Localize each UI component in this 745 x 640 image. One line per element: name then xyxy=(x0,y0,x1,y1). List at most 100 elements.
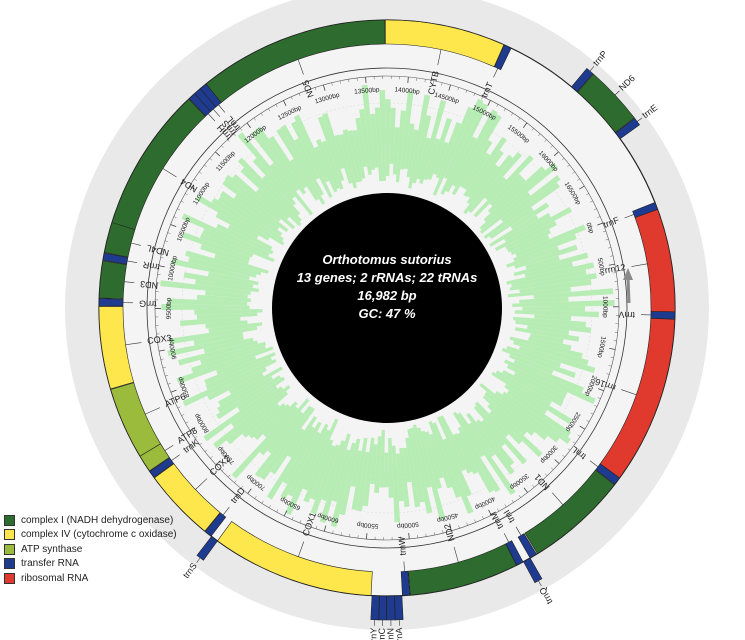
gc-bar xyxy=(502,391,571,444)
gc-bar xyxy=(319,433,351,524)
tick-mark xyxy=(185,193,188,196)
gc-bar xyxy=(255,126,307,195)
gene-label: rrn12 xyxy=(604,262,626,275)
gc-bar xyxy=(473,154,534,218)
gene-trny xyxy=(370,595,380,621)
tick-mark xyxy=(299,520,302,524)
gc-bar xyxy=(440,415,473,474)
gc-bar xyxy=(488,410,523,445)
gc-bar xyxy=(475,419,515,466)
legend-swatch xyxy=(4,514,15,526)
gc-bar xyxy=(513,372,566,402)
tick-mark xyxy=(240,128,243,131)
gc-bar xyxy=(399,447,410,508)
gc-bar xyxy=(512,300,615,307)
tick-mark xyxy=(283,100,287,106)
gc-bar xyxy=(513,359,584,393)
label-leader xyxy=(636,117,643,122)
gc-bar xyxy=(404,123,415,170)
gc-bar xyxy=(231,406,298,479)
gc-bar xyxy=(242,403,280,438)
gene-features xyxy=(98,19,676,621)
gc-bar xyxy=(310,444,336,500)
tick-mark xyxy=(579,185,585,190)
gc-bar xyxy=(506,245,559,268)
tick-mark xyxy=(181,200,184,203)
tick-mark xyxy=(227,139,230,142)
gene-nd6 xyxy=(577,73,635,133)
legend-swatch xyxy=(4,543,15,555)
tick-mark xyxy=(532,484,535,488)
gc-bar xyxy=(253,404,290,441)
gc-bar xyxy=(379,429,385,488)
gc-bar xyxy=(207,367,267,401)
tick-mark xyxy=(448,84,451,91)
gc-bar xyxy=(507,229,551,253)
tick-mark xyxy=(204,449,208,452)
gc-bar xyxy=(203,385,278,442)
gene-trnc xyxy=(378,595,387,621)
tick-mark xyxy=(554,459,560,464)
gc-bar xyxy=(466,164,500,205)
gc-bar xyxy=(445,136,477,193)
gc-bar xyxy=(293,114,330,183)
tick-mark xyxy=(215,151,221,157)
gc-bar xyxy=(468,422,496,457)
tick-mark xyxy=(365,76,367,84)
gc-bar xyxy=(285,429,330,516)
gc-bar xyxy=(370,113,379,168)
gc-bar xyxy=(400,91,414,170)
direction-arrowhead-icon xyxy=(623,268,633,280)
tick-mark xyxy=(194,178,197,181)
gc-bar xyxy=(303,439,334,503)
tick-mark xyxy=(162,248,166,250)
label-leader xyxy=(624,214,634,219)
tick-mark xyxy=(593,208,597,211)
gc-bar xyxy=(474,401,509,438)
tick-mark xyxy=(177,208,181,211)
tick-mark xyxy=(487,100,491,106)
tick-mark xyxy=(298,93,301,97)
label-leader xyxy=(131,242,141,246)
gc-bar xyxy=(479,162,558,230)
gc-bar xyxy=(287,416,317,458)
gc-bar xyxy=(428,421,462,498)
label-leader xyxy=(145,407,161,415)
tick-mark xyxy=(253,117,256,121)
tick-mark xyxy=(458,525,460,529)
gc-bar xyxy=(419,99,447,185)
legend-item-trna: transfer RNA xyxy=(4,557,177,572)
tick-mark xyxy=(497,508,500,512)
tick-mark xyxy=(605,238,609,241)
gc-bar xyxy=(514,244,578,269)
gc-bar xyxy=(180,316,241,327)
tick-mark xyxy=(177,406,181,409)
gene-trnr xyxy=(102,252,129,265)
gc-bar xyxy=(191,345,266,373)
label-leader xyxy=(162,168,177,178)
gc-bar xyxy=(314,146,338,193)
tick-mark xyxy=(408,532,410,539)
gc-bar xyxy=(233,194,280,230)
gc-bar xyxy=(347,130,363,182)
tick-label: 1000bp xyxy=(601,296,608,318)
gc-bar xyxy=(214,253,269,274)
gc-bar xyxy=(505,220,557,250)
gc-bar xyxy=(255,188,290,220)
tick-mark xyxy=(234,480,237,483)
gc-bar xyxy=(259,407,315,480)
tick-mark xyxy=(488,509,492,516)
gene-label: ND3 xyxy=(140,279,159,291)
label-leader xyxy=(125,342,142,346)
label-leader xyxy=(453,546,459,563)
gc-bar xyxy=(248,403,286,439)
gc-bar xyxy=(188,256,257,278)
gc-bar xyxy=(215,356,257,375)
label-leader xyxy=(298,541,305,557)
tick-mark xyxy=(268,108,271,112)
tick-mark xyxy=(449,525,452,532)
tick-mark xyxy=(160,358,164,360)
tick-mark xyxy=(340,532,342,536)
tick-mark xyxy=(233,133,236,137)
gc-bar xyxy=(482,394,527,436)
